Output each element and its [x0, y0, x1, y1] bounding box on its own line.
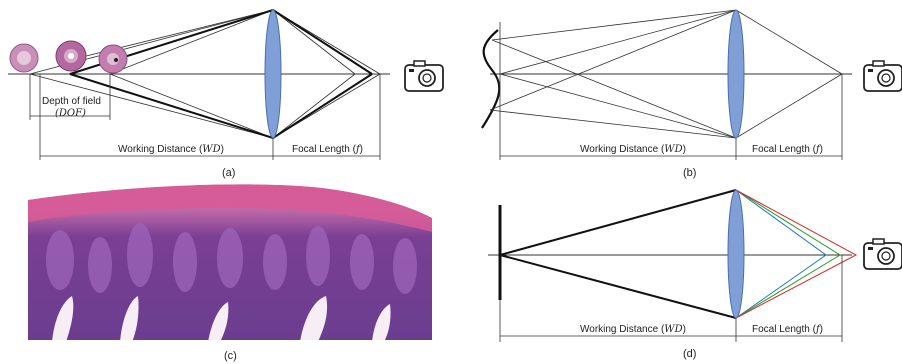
curved-focal-surface	[482, 30, 499, 128]
thick-rays-d	[500, 190, 736, 318]
camera-icon	[864, 61, 902, 91]
caption-b: (b)	[683, 167, 696, 179]
camera-icon	[864, 239, 902, 269]
histology-image	[28, 180, 432, 342]
fl-label-d: Focal Length (f)	[752, 324, 823, 335]
lens-b	[728, 10, 744, 138]
caption-a: (a)	[222, 167, 235, 179]
wd-label-d: Working Distance (WD)	[580, 324, 686, 335]
wd-label-b: Working Distance (WD)	[580, 144, 686, 155]
fl-label-a: Focal Length (f)	[292, 144, 363, 155]
caption-c: (c)	[224, 350, 237, 362]
dof-abbrev: (DOF)	[55, 108, 86, 119]
wd-label-a: Working Distance (WD)	[118, 144, 224, 155]
caption-d: (d)	[683, 348, 696, 360]
fl-label-b: Focal Length (f)	[752, 144, 823, 155]
panel-a: Depth of field (DOF) Working Distance (W…	[8, 10, 443, 179]
panel-b: Working Distance (WD) Focal Length (f) (…	[482, 10, 902, 179]
ray-blue	[736, 190, 826, 318]
lens-d	[728, 190, 744, 318]
tissue-sample-icon	[10, 41, 127, 73]
chromatic-rays	[736, 190, 856, 318]
panel-d: Working Distance (WD) Focal Length (f) (…	[488, 190, 902, 360]
lens-a	[265, 10, 281, 138]
dof-label: Depth of field	[42, 96, 101, 107]
camera-icon	[405, 61, 443, 91]
panel-c: (c)	[28, 180, 432, 362]
